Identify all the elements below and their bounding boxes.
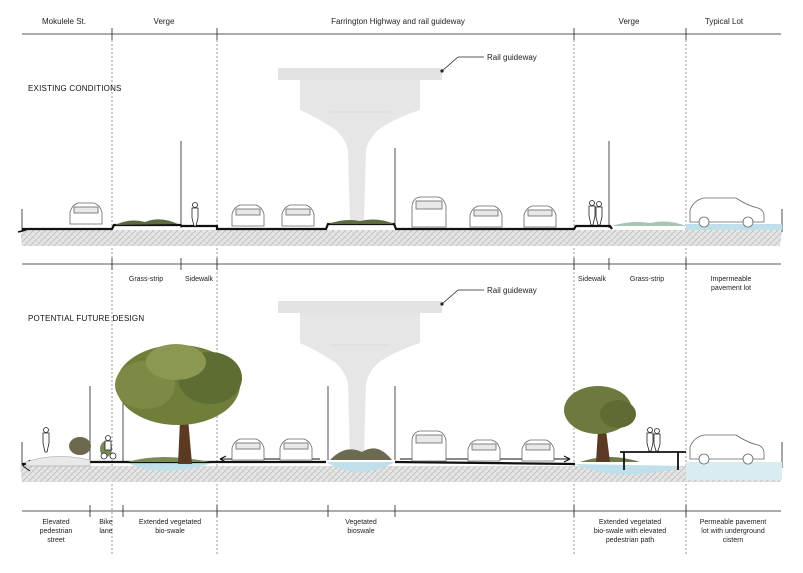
pedestrian-icon <box>595 201 603 226</box>
zone-label-typical-lot: Typical Lot <box>705 17 744 26</box>
label-ext-1: Extended vegetated <box>599 519 661 526</box>
pedestrian-icon <box>646 427 654 452</box>
label-elevated-1: Elevated <box>42 519 69 526</box>
car-icon <box>281 204 315 227</box>
car-icon <box>523 205 557 228</box>
car-icon <box>279 438 313 461</box>
tree-small-right <box>564 386 636 462</box>
car-icon <box>521 439 555 462</box>
car-icon <box>231 438 265 461</box>
label-impermeable-1: Impermeable <box>711 276 752 283</box>
car-icon <box>467 439 501 462</box>
car-icon <box>469 205 503 228</box>
zone-label-verge-left: Verge <box>154 17 175 26</box>
rail-guideway-callout-future: Rail guideway <box>487 286 537 295</box>
label-veg-2: bioswale <box>347 528 374 535</box>
label-sidewalk-left: Sidewalk <box>185 276 214 283</box>
label-impermeable-2: pavement lot <box>711 285 751 292</box>
label-elevated-2: pedestrian <box>40 528 73 535</box>
van-icon <box>411 196 447 228</box>
elevated-path <box>620 451 686 470</box>
suv-icon <box>689 434 765 465</box>
future-section-title: POTENTIAL FUTURE DESIGN <box>28 314 144 323</box>
label-bike-2: lane <box>99 528 112 535</box>
existing-labels: Grass-strip Sidewalk Sidewalk Grass-stri… <box>129 276 752 292</box>
car-icon <box>69 202 103 225</box>
label-bike-1: Bike <box>99 519 113 526</box>
ground-existing <box>17 209 783 246</box>
label-elevated-3: street <box>47 537 65 544</box>
existing-dimension-line <box>22 258 781 270</box>
label-grass-strip-right: Grass-strip <box>630 276 664 283</box>
existing-section-title: EXISTING CONDITIONS <box>28 84 122 93</box>
label-biosw-2: bio-swale <box>155 528 185 535</box>
rail-guideway-callout-existing: Rail guideway <box>487 53 537 62</box>
cyclist-icon <box>100 435 117 460</box>
pedestrian-icon <box>588 200 596 226</box>
van-icon <box>411 430 447 462</box>
pedestrians-existing <box>191 200 603 227</box>
label-ext-3: pedestrian path <box>606 537 654 544</box>
pedestrians-future <box>42 427 661 460</box>
label-biosw-1: Extended vegetated <box>139 519 201 526</box>
rail-guideway-existing <box>278 68 442 222</box>
callout-future: Rail guideway <box>440 286 537 306</box>
label-perm-3: cistern <box>723 537 744 544</box>
pedestrian-icon <box>653 428 661 452</box>
ground-future <box>20 448 782 482</box>
label-grass-strip-left: Grass-strip <box>129 276 163 283</box>
tree-large-left <box>115 344 242 464</box>
zone-label-verge-right: Verge <box>619 17 640 26</box>
pedestrian-icon <box>191 202 199 227</box>
callout-existing: Rail guideway <box>440 53 537 73</box>
pedestrian-icon <box>42 427 50 453</box>
label-perm-1: Permeable pavement <box>700 519 767 526</box>
zone-label-mokulele: Mokulele St. <box>42 17 86 26</box>
future-dimension-line <box>22 505 781 517</box>
suv-icon <box>689 197 765 228</box>
header-zones: Mokulele St. Verge Farrington Highway an… <box>22 17 781 40</box>
label-sidewalk-right: Sidewalk <box>578 276 607 283</box>
label-ext-2: bio-swale with elevated <box>594 528 666 535</box>
cars-existing <box>69 196 765 228</box>
zone-label-highway: Farrington Highway and rail guideway <box>331 17 465 26</box>
future-labels: Elevated pedestrian street Bike lane Ext… <box>40 519 767 544</box>
label-perm-2: lot with underground <box>701 528 765 535</box>
label-veg-1: Vegetated <box>345 519 377 526</box>
rail-guideway-future <box>278 301 442 455</box>
cars-future <box>231 430 765 465</box>
car-icon <box>231 204 265 227</box>
